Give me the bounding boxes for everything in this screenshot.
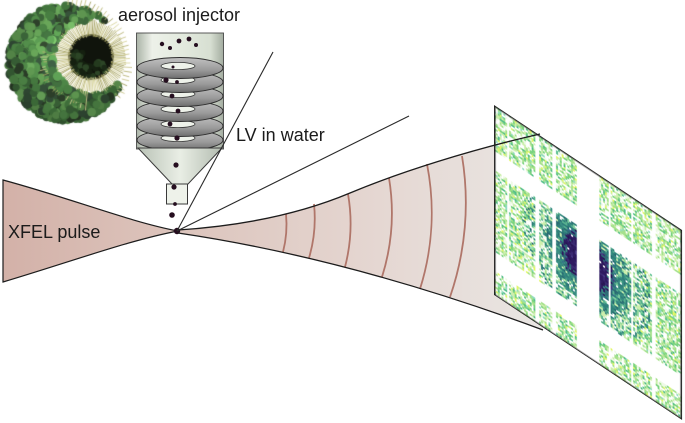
label-lv-in-water: LV in water [236,125,325,145]
cone-top-edge [177,133,541,231]
wavefront-arc [381,177,393,278]
aerosol-particle [171,65,175,69]
aerosol-particle [163,77,169,83]
aerosol-particle [173,202,177,206]
injector-nozzle [166,183,188,205]
wavefront-arc [344,193,352,268]
aerosol-particle [169,93,175,99]
lens-disk-slot [160,62,196,71]
aerosol-particle [159,41,165,47]
lipid-vesicle-image [0,0,132,132]
label-xfel-pulse: XFEL pulse [8,222,101,242]
aerosol-particle [175,80,179,84]
aerosol-particle [173,162,179,168]
callout-line-right [176,115,410,232]
wavefront-arc [419,163,433,290]
aerosol-particle [168,46,172,50]
aerosol-particle [169,212,175,218]
wavefront-arc [308,203,316,259]
aerosol-particle [167,121,173,127]
aerosol-particle [194,43,198,47]
wavefront-arcs [282,155,467,298]
aerosol-particle [171,184,177,190]
wavefront-arc [282,213,288,253]
label-aerosol-injector: aerosol injector [117,5,241,25]
wavefront-arc [449,155,467,298]
aerosol-particle [176,38,182,44]
aerosol-injector-icon [136,32,224,235]
aerosol-particle [174,135,180,141]
aerosol-particle [186,36,192,42]
cone-bottom-edge [177,232,544,331]
callout-line-left [176,51,274,232]
xfel-beam-cone [178,134,543,330]
aerosol-particle [175,108,181,114]
